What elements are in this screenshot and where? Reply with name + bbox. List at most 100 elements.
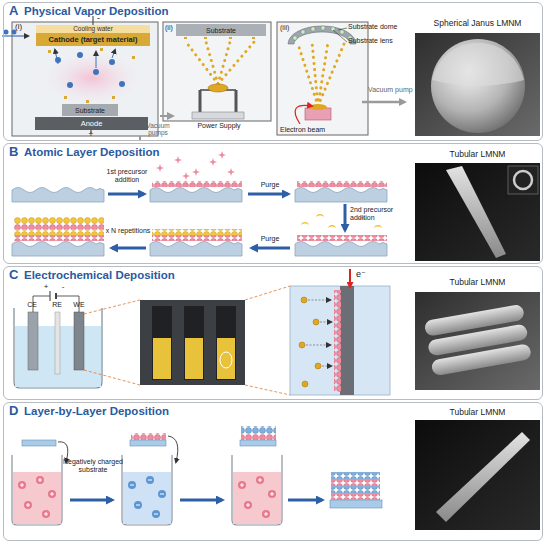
lbl-beakers xyxy=(262,510,270,518)
ebeam-chamber xyxy=(362,101,404,104)
ald-sequence xyxy=(295,188,387,203)
sputter-chamber xyxy=(55,50,58,64)
ebeam-chamber xyxy=(293,36,297,40)
evaporation-chamber xyxy=(160,115,172,117)
lbl-beakers xyxy=(70,499,112,502)
electrochemical-cell xyxy=(299,297,321,387)
evaporation-chamber xyxy=(235,90,238,113)
sem-image xyxy=(436,432,530,522)
sputter-chamber xyxy=(109,59,115,65)
sputter-chamber xyxy=(48,48,135,103)
part-number: (iii) xyxy=(280,24,296,32)
ald-sequence xyxy=(150,242,242,257)
ald-sequence xyxy=(108,194,345,248)
ebeam-chamber xyxy=(321,26,325,30)
step-label: Purge xyxy=(250,181,290,189)
ald-sequence xyxy=(328,225,336,229)
lbl-beakers xyxy=(240,440,276,446)
electrochemical-cell xyxy=(306,345,330,346)
lbl-beakers xyxy=(134,501,142,509)
lbl-beakers xyxy=(330,500,382,508)
step-label: x N repetitions xyxy=(104,227,152,235)
panel-letter: D xyxy=(9,404,18,417)
evaporation-chamber xyxy=(184,37,187,39)
sem-image xyxy=(415,420,540,530)
ald-sequence xyxy=(192,168,200,176)
electrochemical-cell xyxy=(84,286,290,395)
sem-image xyxy=(415,163,540,261)
panel-letter: A xyxy=(9,4,18,17)
electrochemical-cell xyxy=(322,366,331,367)
electrochemical-cell xyxy=(306,300,331,366)
lbl-beakers xyxy=(122,455,172,525)
electrochemical-cell xyxy=(14,269,390,395)
lbl-beakers xyxy=(42,510,50,518)
evaporation-chamber xyxy=(218,42,254,84)
electrochemical-cell xyxy=(299,342,305,348)
ald-sequence xyxy=(152,229,242,235)
ald-sequence xyxy=(12,242,104,257)
electrochemical-cell xyxy=(315,363,321,369)
pump-label: Vacuum pumps xyxy=(138,122,178,136)
ald-sequence xyxy=(150,188,242,203)
evaporation-chamber xyxy=(186,42,218,84)
evaporation-chamber xyxy=(229,37,232,39)
lbl-beakers xyxy=(241,433,276,440)
sputter-chamber xyxy=(55,50,115,68)
polarity-sign: - xyxy=(97,14,107,24)
electrochemical-cell xyxy=(302,381,308,387)
box-text: Anode xyxy=(81,120,103,128)
electrochemical-cell xyxy=(55,293,57,299)
step-label: 1st precursor addition xyxy=(100,168,154,183)
lbl-beakers xyxy=(130,440,166,446)
box-text: Cooling water xyxy=(73,26,113,33)
sem-image xyxy=(424,304,532,377)
sem-image xyxy=(446,166,506,258)
sem-image xyxy=(415,33,540,136)
sem-image xyxy=(415,292,540,390)
lbl-beakers xyxy=(288,499,322,502)
ebeam-chamber xyxy=(295,105,312,124)
electrode-label: WE xyxy=(71,301,87,309)
sem-image xyxy=(514,171,532,189)
electrochemical-cell xyxy=(84,370,140,385)
part-label: Substrate lens xyxy=(348,37,412,45)
electron-label: e⁻ xyxy=(356,270,372,280)
ald-sequence xyxy=(344,204,347,230)
sputter-chamber xyxy=(112,96,115,99)
ald-sequence xyxy=(218,151,226,159)
lbl-beakers xyxy=(241,426,276,433)
electrochemical-cell xyxy=(74,312,84,370)
evaporation-chamber xyxy=(252,37,255,39)
box-text: Cathode (target material) xyxy=(49,36,138,44)
ald-sequence xyxy=(152,235,242,241)
ald-sequence xyxy=(252,247,290,250)
lbl-beakers xyxy=(12,426,382,525)
pump-label: Vacuum pump xyxy=(368,86,414,94)
ald-sequence xyxy=(227,168,235,176)
sem-frame: Spherical Janus LMNM xyxy=(415,18,540,136)
sem-image xyxy=(415,33,540,136)
ald-sequence xyxy=(12,151,387,256)
ebeam-chamber xyxy=(301,30,305,34)
lbl-beakers xyxy=(123,472,171,524)
sputter-chamber xyxy=(2,16,158,140)
sputter-chamber xyxy=(55,52,125,88)
lbl-beakers xyxy=(331,486,380,493)
polarity-sign: + xyxy=(86,130,96,140)
electrochemical-cell xyxy=(313,319,319,325)
cathode-plate: Cathode (target material) xyxy=(36,33,150,46)
electrochemical-cell xyxy=(50,291,51,301)
electrochemical-cell xyxy=(349,269,351,287)
electrochemical-cell xyxy=(245,385,290,395)
electrochemical-cell xyxy=(220,352,232,368)
lbl-beakers xyxy=(22,440,56,446)
sputter-chamber xyxy=(93,69,99,75)
lbl-beakers xyxy=(158,490,166,498)
sputter-chamber xyxy=(93,16,94,25)
sem-image xyxy=(431,343,532,376)
lbl-beakers xyxy=(238,481,246,489)
image-caption: Spherical Janus LMNM xyxy=(415,18,540,29)
electrochemical-cell xyxy=(216,306,236,380)
